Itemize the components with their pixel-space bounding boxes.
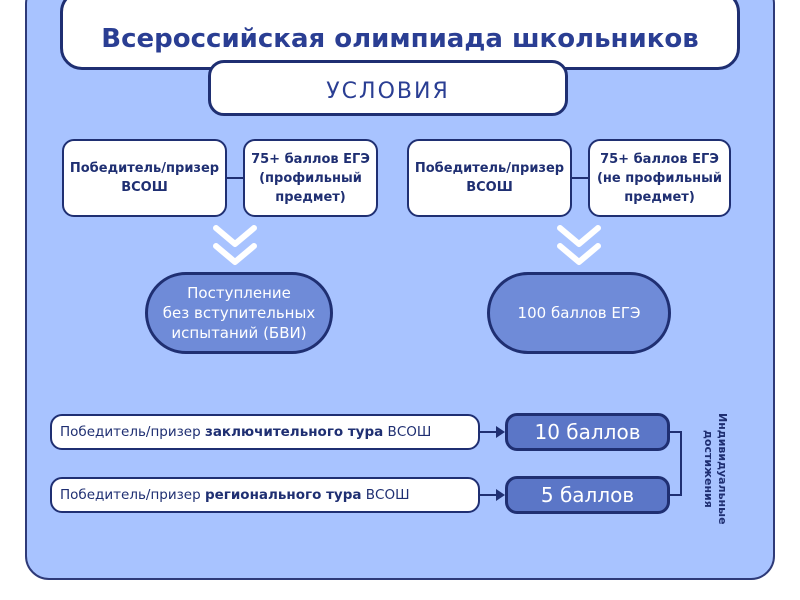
- left-double-chevron-icon: [213, 225, 257, 265]
- right-winner-box: Победитель/призер ВСОШ: [407, 139, 572, 217]
- bracket-vertical: [680, 431, 682, 495]
- left-ege-box: 75+ баллов ЕГЭ (профильный предмет): [243, 139, 378, 217]
- achievement-regional-box: Победитель/призер регионального тура ВСО…: [50, 477, 480, 513]
- left-winner-box: Победитель/призер ВСОШ: [62, 139, 227, 217]
- points-regional-badge: 5 баллов: [505, 476, 670, 514]
- points-final-text: 10 баллов: [534, 420, 641, 444]
- achievement-regional-suffix: ВСОШ: [361, 487, 410, 503]
- points-regional-text: 5 баллов: [540, 483, 635, 507]
- right-ege-text: 75+ баллов ЕГЭ (не профильный предмет): [596, 151, 723, 205]
- achievement-final-suffix: ВСОШ: [383, 424, 432, 440]
- achievement-final-box: Победитель/призер заключительного тура В…: [50, 414, 480, 450]
- right-result-oval: 100 баллов ЕГЭ: [487, 272, 671, 354]
- achievement-final-prefix: Победитель/призер: [60, 424, 205, 440]
- achievement-regional-bold: регионального тура: [204, 487, 362, 503]
- arrow-right-icon: [480, 489, 505, 501]
- bracket-bottom: [670, 494, 682, 496]
- right-ege-box: 75+ баллов ЕГЭ (не профильный предмет): [588, 139, 731, 217]
- right-connector: [572, 177, 588, 179]
- left-ege-text: 75+ баллов ЕГЭ (профильный предмет): [251, 151, 370, 205]
- arrow-right-icon: [480, 426, 505, 438]
- individual-achievements-text: Индивидуальные достижения: [702, 413, 729, 525]
- conditions-header: УСЛОВИЯ: [208, 60, 568, 116]
- left-connector: [227, 177, 243, 179]
- right-result-text: 100 баллов ЕГЭ: [517, 304, 641, 322]
- left-winner-text: Победитель/призер ВСОШ: [69, 161, 220, 195]
- right-double-chevron-icon: [557, 225, 601, 265]
- conditions-label: УСЛОВИЯ: [326, 78, 450, 104]
- right-winner-text: Победитель/призер ВСОШ: [414, 161, 565, 195]
- bracket-top: [670, 431, 682, 433]
- left-result-text: Поступление без вступительных испытаний …: [162, 284, 316, 342]
- achievement-regional-prefix: Победитель/призер: [60, 487, 205, 503]
- left-result-oval: Поступление без вступительных испытаний …: [145, 272, 333, 354]
- title-banner: Всероссийская олимпиада школьников: [60, 0, 740, 70]
- page-title: Всероссийская олимпиада школьников: [101, 24, 699, 54]
- points-final-badge: 10 баллов: [505, 413, 670, 451]
- individual-achievements-label: Индивидуальные достижения: [700, 404, 730, 534]
- achievement-final-bold: заключительного тура: [204, 424, 384, 440]
